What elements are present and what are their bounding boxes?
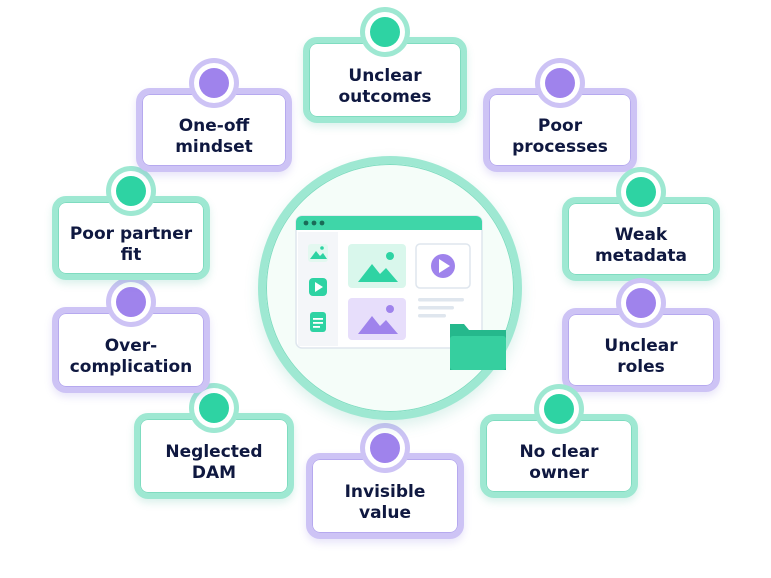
node-label: Unclear roles bbox=[604, 336, 678, 377]
node-poor-partner-fit: Poor partner fit bbox=[52, 176, 210, 280]
node-dot bbox=[116, 176, 146, 206]
node-label: Over- complication bbox=[69, 336, 193, 377]
node-dot bbox=[545, 68, 575, 98]
node-dot bbox=[116, 287, 146, 317]
play-icon bbox=[415, 243, 471, 289]
image-icon bbox=[348, 298, 406, 340]
node-label: No clear owner bbox=[519, 442, 599, 483]
node-over-complication: Over- complication bbox=[52, 287, 210, 393]
node-poor-processes: Poor processes bbox=[483, 68, 637, 172]
node-dot bbox=[199, 68, 229, 98]
center-hub bbox=[258, 156, 522, 420]
node-label: Invisible value bbox=[344, 482, 426, 523]
node-dot bbox=[370, 17, 400, 47]
node-neglected-dam: Neglected DAM bbox=[134, 393, 294, 499]
node-label: Poor partner fit bbox=[69, 224, 193, 265]
node-label: Unclear outcomes bbox=[338, 66, 432, 107]
node-invisible-value: Invisible value bbox=[306, 433, 464, 539]
node-label: One-off mindset bbox=[175, 116, 253, 157]
node-one-off-mindset: One-off mindset bbox=[136, 68, 292, 172]
video-icon bbox=[309, 278, 327, 296]
node-dot bbox=[626, 288, 656, 318]
node-dot bbox=[626, 177, 656, 207]
node-dot bbox=[199, 393, 229, 423]
node-dot bbox=[370, 433, 400, 463]
dam-illustration bbox=[295, 215, 506, 370]
node-label: Poor processes bbox=[512, 116, 608, 157]
node-weak-metadata: Weak metadata bbox=[562, 177, 720, 281]
node-unclear-outcomes: Unclear outcomes bbox=[303, 17, 467, 123]
image-icon bbox=[348, 244, 406, 288]
node-label: Weak metadata bbox=[594, 225, 688, 266]
node-dot bbox=[544, 394, 574, 424]
text-lines bbox=[418, 298, 464, 318]
node-no-clear-owner: No clear owner bbox=[480, 394, 638, 498]
image-icon bbox=[308, 244, 328, 262]
document-icon bbox=[310, 312, 326, 332]
node-label: Neglected DAM bbox=[165, 442, 263, 483]
folder-icon bbox=[450, 324, 506, 370]
node-unclear-roles: Unclear roles bbox=[562, 288, 720, 392]
